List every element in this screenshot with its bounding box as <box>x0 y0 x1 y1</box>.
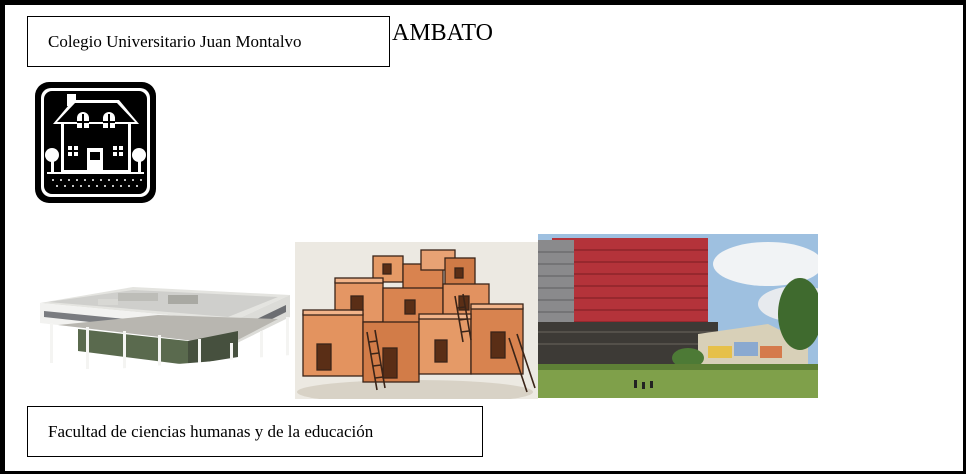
university-campus-image <box>538 234 818 398</box>
institution-textbox: Colegio Universitario Juan Montalvo <box>27 16 390 67</box>
adobe-pueblo-image <box>295 242 538 399</box>
villa-savoye-image <box>38 285 291 395</box>
institution-name: Colegio Universitario Juan Montalvo <box>48 31 302 51</box>
house-icon <box>35 82 156 203</box>
city-heading: AMBATO <box>392 20 493 46</box>
faculty-textbox: Facultad de ciencias humanas y de la edu… <box>27 406 483 457</box>
faculty-name: Facultad de ciencias humanas y de la edu… <box>48 421 374 441</box>
